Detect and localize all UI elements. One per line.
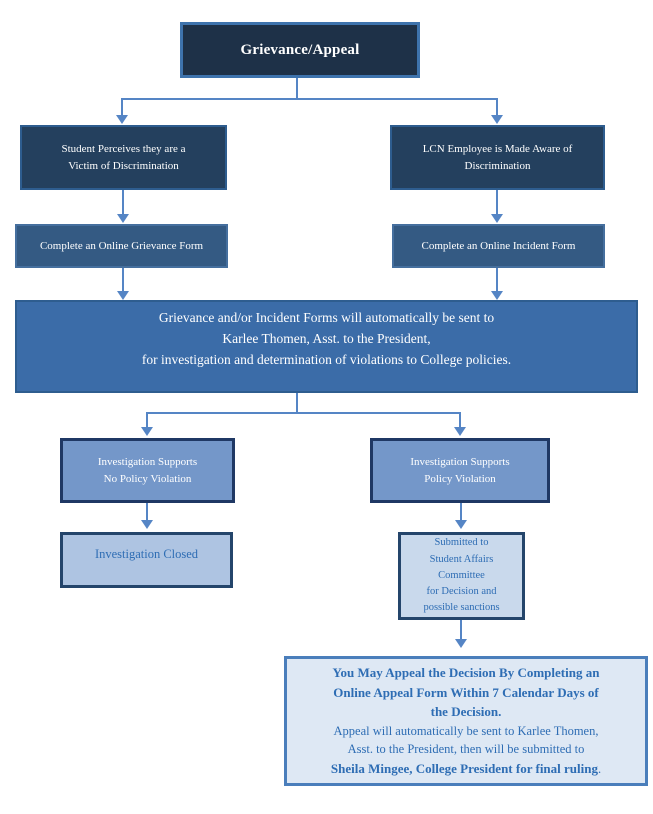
node-appeal-bold-line2: Online Appeal Form Within 7 Calendar Day… [333, 684, 599, 700]
arrowhead-to-no-violation [141, 427, 153, 436]
node-appeal-regular-line2: Asst. to the President, then will be sub… [347, 742, 585, 757]
arrowhead-to-closed [141, 520, 153, 529]
connector-root-stem [296, 78, 298, 99]
connector-grievance-form-to-routing [122, 268, 124, 291]
connector-incident-form-to-routing [496, 268, 498, 291]
node-grievance-appeal-label: Grievance/Appeal [240, 41, 360, 58]
node-appeal: You May Appeal the Decision By Completin… [284, 656, 648, 786]
node-no-policy-violation: Investigation Supports No Policy Violati… [60, 438, 235, 503]
node-student-perceives: Student Perceives they are a Victim of D… [20, 125, 227, 190]
node-committee-line3: Committee [438, 569, 485, 581]
node-committee-line4: for Decision and [426, 586, 497, 598]
node-grievance-form: Complete an Online Grievance Form [15, 224, 228, 268]
arrowhead-to-incident-form [491, 214, 503, 223]
node-student-perceives-line2: Victim of Discrimination [68, 159, 179, 172]
node-committee-line5: possible sanctions [423, 602, 500, 614]
arrowhead-to-student [116, 115, 128, 124]
arrowhead-to-grievance-form [117, 214, 129, 223]
connector-to-closed [146, 503, 148, 520]
connector-to-committee [460, 503, 462, 520]
node-appeal-bold-line3: the Decision. [430, 704, 502, 720]
node-appeal-bold-line1: You May Appeal the Decision By Completin… [332, 665, 600, 681]
connector-root-left-drop [121, 98, 123, 115]
node-grievance-form-label: Complete an Online Grievance Form [39, 240, 204, 252]
node-policy-violation-line2: Policy Violation [424, 472, 496, 485]
node-policy-violation-line1: Investigation Supports [410, 456, 510, 468]
arrowhead-to-appeal [455, 639, 467, 648]
connector-root-branch [121, 98, 497, 100]
node-investigation-closed: Investigation Closed [60, 532, 233, 588]
arrowhead-routing-left [117, 291, 129, 300]
node-no-policy-violation-line2: No Policy Violation [103, 472, 192, 485]
connector-routing-stem [296, 393, 298, 413]
arrowhead-to-employee [491, 115, 503, 124]
connector-student-to-grievance-form [122, 190, 124, 214]
connector-routing-branch [146, 412, 461, 414]
node-lcn-employee-line2: Discrimination [464, 159, 531, 172]
connector-routing-left-drop [146, 412, 148, 427]
node-appeal-regular-line1: Appeal will automatically be sent to Kar… [333, 723, 599, 738]
node-routing-line1: Grievance and/or Incident Forms will aut… [158, 310, 495, 326]
connector-routing-right-drop [459, 412, 461, 427]
node-student-affairs-committee: Submitted to Student Affairs Committee f… [398, 532, 525, 620]
node-no-policy-violation-line1: Investigation Supports [97, 456, 198, 468]
node-incident-form: Complete an Online Incident Form [392, 224, 605, 268]
node-appeal-bold-tail: Sheila Mingee, College President for fin… [330, 761, 598, 777]
node-grievance-appeal: Grievance/Appeal [180, 22, 420, 78]
arrowhead-to-committee [455, 520, 467, 529]
node-routing-line2: Karlee Thomen, Asst. to the President, [222, 331, 431, 347]
node-appeal-final-line: Sheila Mingee, College President for fin… [331, 759, 601, 779]
node-appeal-tail-period: . [597, 762, 602, 777]
node-committee-line1: Submitted to [434, 537, 489, 549]
node-routing-line3: for investigation and determination of v… [141, 351, 512, 367]
arrowhead-to-violation [454, 427, 466, 436]
connector-root-right-drop [496, 98, 498, 115]
connector-employee-to-incident-form [496, 190, 498, 214]
arrowhead-routing-right [491, 291, 503, 300]
node-lcn-employee-line1: LCN Employee is Made Aware of [422, 143, 573, 155]
node-routing: Grievance and/or Incident Forms will aut… [15, 300, 638, 393]
node-policy-violation: Investigation Supports Policy Violation [370, 438, 550, 503]
node-committee-line2: Student Affairs [429, 553, 494, 565]
node-incident-form-label: Complete an Online Incident Form [421, 240, 576, 252]
node-student-perceives-line1: Student Perceives they are a [61, 143, 186, 155]
node-investigation-closed-label: Investigation Closed [94, 547, 199, 561]
connector-committee-to-appeal [460, 620, 462, 639]
node-lcn-employee: LCN Employee is Made Aware of Discrimina… [390, 125, 605, 190]
